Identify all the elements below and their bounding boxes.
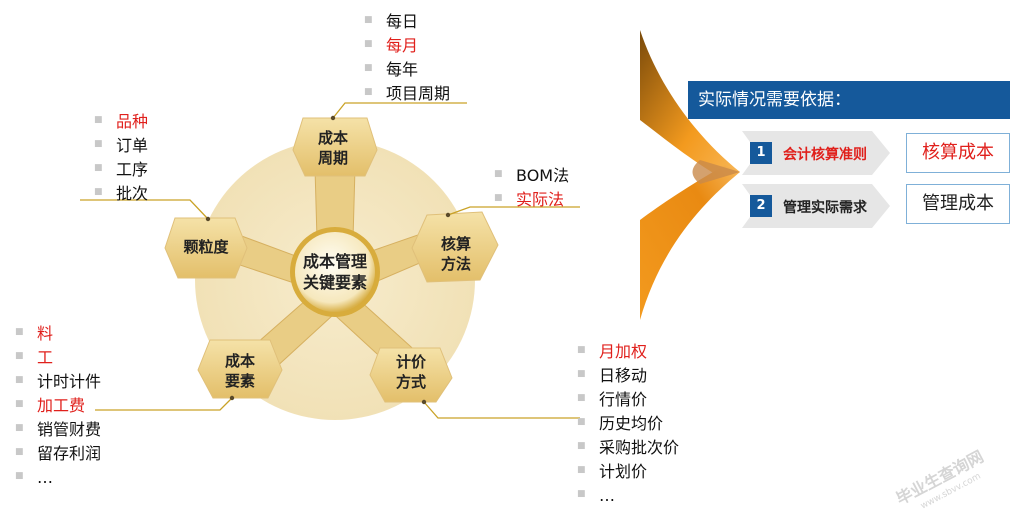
- node-method-line1: 核算: [440, 235, 471, 253]
- node-period-line1: 成本: [317, 129, 348, 147]
- center-label-line2: 关键要素: [302, 273, 367, 292]
- list-item: 行情价: [577, 388, 679, 412]
- list-method: BOM法实际法: [494, 164, 569, 212]
- basis-banner: 实际情况需要依据：: [688, 81, 1010, 119]
- list-item: 品种: [94, 110, 148, 134]
- list-item: 订单: [94, 134, 148, 158]
- arrow-lower: [640, 165, 740, 320]
- list-item: 料: [15, 322, 101, 346]
- connector-dot: [229, 395, 235, 401]
- list-item: 销管财费: [15, 418, 101, 442]
- node-label-method: 核算 方法: [416, 234, 496, 274]
- result-management-cost: 管理成本: [906, 184, 1010, 224]
- center-label: 成本管理 关键要素: [285, 251, 385, 293]
- list-item: BOM法: [494, 164, 569, 188]
- node-shape-granularity: [164, 217, 248, 279]
- connector-elements: [95, 397, 233, 411]
- center-label-line1: 成本管理: [302, 252, 367, 271]
- connector-pricing: [423, 401, 580, 419]
- node-pricing-line1: 计价: [395, 353, 426, 371]
- node-elements-line1: 成本: [224, 352, 255, 370]
- step-label-1: 会计核算准则: [783, 147, 867, 163]
- list-item: 采购批次价: [577, 436, 679, 460]
- connector-dot: [205, 216, 211, 222]
- list-item: 每日: [364, 10, 450, 34]
- list-item: 项目周期: [364, 82, 450, 106]
- step-number-2: 2: [750, 195, 772, 217]
- node-method-line2: 方法: [440, 255, 471, 273]
- step-chevron-1: [742, 131, 890, 175]
- node-shape-period: [292, 117, 378, 177]
- list-item: 每月: [364, 34, 450, 58]
- node-label-granularity: 颗粒度: [166, 237, 246, 257]
- node-elements-line2: 要素: [224, 372, 255, 390]
- node-label-elements: 成本 要素: [200, 351, 280, 391]
- node-period-line2: 周期: [317, 149, 348, 167]
- list-item: 计时计件: [15, 370, 101, 394]
- watermark: 毕业生查询网 www.sbvv.com: [893, 447, 987, 512]
- step-chevron-2: [742, 184, 890, 228]
- list-item: 实际法: [494, 188, 569, 212]
- connector-dot: [330, 115, 336, 121]
- list-pricing: 月加权日移动行情价历史均价采购批次价计划价…: [577, 340, 679, 508]
- list-item: 加工费: [15, 394, 101, 418]
- list-item: 工: [15, 346, 101, 370]
- list-period: 每日每月每年项目周期: [364, 10, 450, 106]
- node-shape-pricing: [369, 347, 453, 403]
- node-shape-method: [411, 211, 499, 283]
- center-circle: [295, 232, 375, 312]
- node-label-pricing: 计价 方式: [371, 352, 451, 392]
- list-item: …: [15, 466, 101, 490]
- node-shapes: [164, 117, 499, 403]
- arrow-upper: [640, 30, 740, 180]
- arrow-overlap: [692, 160, 740, 184]
- node-granularity-line1: 颗粒度: [183, 238, 229, 256]
- connector-dot: [445, 212, 451, 218]
- connector-dots: [205, 115, 451, 405]
- list-item: 计划价: [577, 460, 679, 484]
- list-elements: 料工计时计件加工费销管财费留存利润…: [15, 322, 101, 490]
- list-item: 月加权: [577, 340, 679, 364]
- node-shape-elements: [197, 339, 283, 399]
- node-label-period: 成本 周期: [293, 128, 373, 168]
- node-pricing-line2: 方式: [395, 373, 426, 391]
- list-item: 工序: [94, 158, 148, 182]
- result-accounting-cost: 核算成本: [906, 133, 1010, 173]
- step-number-1: 1: [750, 142, 772, 164]
- list-item: …: [577, 484, 679, 508]
- list-item: 留存利润: [15, 442, 101, 466]
- list-item: 每年: [364, 58, 450, 82]
- list-item: 日移动: [577, 364, 679, 388]
- list-item: 历史均价: [577, 412, 679, 436]
- list-item: 批次: [94, 182, 148, 206]
- list-granularity: 品种订单工序批次: [94, 110, 148, 206]
- step-label-2: 管理实际需求: [783, 200, 867, 216]
- connector-dot: [421, 399, 427, 405]
